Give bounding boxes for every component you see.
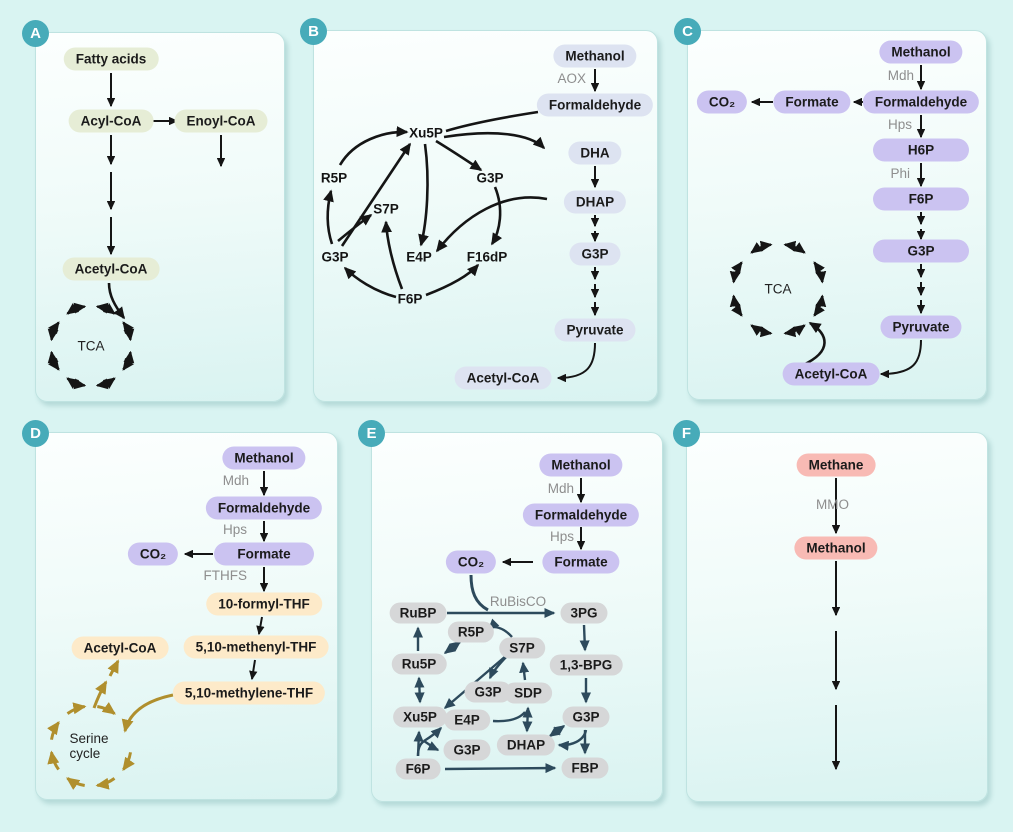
node-g3p-bottom: G3P xyxy=(443,739,491,761)
panel-a-arrows xyxy=(47,73,226,390)
node-methanol: Methanol xyxy=(222,446,306,470)
node-pyruvate: Pyruvate xyxy=(880,315,962,339)
node-formate: Formate xyxy=(214,542,314,566)
node-methanol: Methanol xyxy=(794,536,878,560)
node-13bpg: 1,3-BPG xyxy=(549,654,623,676)
serine-cycle-label: Serine cycle xyxy=(69,731,109,761)
node-h6p: H6P xyxy=(873,138,969,162)
node-co2: CO₂ xyxy=(445,550,497,574)
node-formaldehyde: Formaldehyde xyxy=(205,496,323,520)
panel-b-badge: B xyxy=(300,18,327,45)
node-methanol: Methanol xyxy=(553,44,637,68)
node-ru5p: Ru5P xyxy=(391,653,447,675)
node-formate: Formate xyxy=(773,90,851,114)
node-e4p: E4P xyxy=(444,709,490,731)
node-methanol: Methanol xyxy=(879,40,963,64)
node-s7p: S7P xyxy=(499,637,545,659)
node-r5p: R5P xyxy=(447,621,495,643)
panel-c-badge: C xyxy=(674,18,701,45)
metabolite-e4p: E4P xyxy=(406,249,432,265)
panel-b-xump-pathway: B Methanol AOX Formaldehyde xyxy=(300,18,658,402)
node-acetyl-coa: Acetyl-CoA xyxy=(782,362,880,386)
node-g3p-mid: G3P xyxy=(464,681,512,703)
node-g3p: G3P xyxy=(569,242,621,266)
node-fatty-acids: Fatty acids xyxy=(63,47,159,71)
metabolite-s7p: S7P xyxy=(373,201,399,217)
node-3pg: 3PG xyxy=(560,602,608,624)
node-acetyl-coa: Acetyl-CoA xyxy=(62,257,160,281)
panel-f-badge: F xyxy=(673,420,700,447)
tca-cycle-label: TCA xyxy=(77,338,105,354)
panel-d-badge: D xyxy=(22,420,49,447)
enzyme-fthfs: FTHFS xyxy=(203,568,248,583)
node-co2: CO₂ xyxy=(127,542,179,566)
node-enoyl-coa: Enoyl-CoA xyxy=(174,109,268,133)
metabolite-f16dp: F16dP xyxy=(466,249,508,265)
metabolite-xu5p: Xu5P xyxy=(409,125,443,141)
enzyme-mdh: Mdh xyxy=(887,68,914,83)
metabolite-f6p: F6P xyxy=(397,291,423,307)
node-dhap: DHAP xyxy=(496,734,556,756)
node-f6p: F6P xyxy=(873,187,969,211)
panel-e-cbb-pathway: E Methanol Mdh xyxy=(358,420,663,802)
panel-c-arrows xyxy=(729,65,926,379)
panel-f-methane-oxidation: F Methane MMO Methanol xyxy=(673,420,988,802)
enzyme-rubisco: RuBisCO xyxy=(489,594,547,609)
node-methane: Methane xyxy=(796,453,876,477)
node-xu5p: Xu5P xyxy=(393,706,447,728)
panel-d-serine-pathway: D Methanol Mdh Formaldehyde Hps Formate … xyxy=(22,420,338,800)
panel-d-arrows xyxy=(47,471,269,790)
enzyme-aox: AOX xyxy=(557,71,586,86)
enzyme-hps: Hps xyxy=(887,117,912,132)
node-formaldehyde: Formaldehyde xyxy=(536,93,654,117)
panel-f-arrows xyxy=(831,478,841,771)
node-acetyl-coa: Acetyl-CoA xyxy=(454,366,552,390)
enzyme-mdh: Mdh xyxy=(547,481,574,496)
panel-e-badge: E xyxy=(358,420,385,447)
node-fbp: FBP xyxy=(561,757,609,779)
enzyme-phi: Phi xyxy=(890,166,910,181)
enzyme-hps: Hps xyxy=(549,529,574,544)
tca-cycle-label: TCA xyxy=(764,281,792,297)
node-f6p: F6P xyxy=(395,758,441,780)
panel-a-badge: A xyxy=(22,20,49,47)
node-co2: CO₂ xyxy=(696,90,748,114)
node-sdp: SDP xyxy=(504,682,552,704)
node-formaldehyde: Formaldehyde xyxy=(522,503,640,527)
metabolite-r5p: R5P xyxy=(320,170,348,186)
node-dhap: DHAP xyxy=(563,190,627,214)
panel-b-arrows xyxy=(323,69,600,383)
panel-c-rump-pathway: C Methanol Mdh Formaldehyde Format xyxy=(674,18,987,400)
metabolite-g3p-left: G3P xyxy=(321,249,349,265)
node-510-methylene-thf: 5,10-methylene-THF xyxy=(172,681,326,705)
enzyme-mmo: MMO xyxy=(816,497,849,512)
node-pyruvate: Pyruvate xyxy=(554,318,636,342)
node-formate: Formate xyxy=(542,550,620,574)
node-methanol: Methanol xyxy=(539,453,623,477)
node-formaldehyde: Formaldehyde xyxy=(862,90,980,114)
node-rubp: RuBP xyxy=(389,602,447,624)
node-dha: DHA xyxy=(568,141,622,165)
metabolite-g3p-right: G3P xyxy=(476,170,504,186)
node-g3p-right: G3P xyxy=(562,706,610,728)
node-g3p: G3P xyxy=(873,239,969,263)
enzyme-hps: Hps xyxy=(222,522,247,537)
node-10-formyl-thf: 10-formyl-THF xyxy=(206,592,322,616)
enzyme-mdh: Mdh xyxy=(222,473,249,488)
node-acetyl-coa: Acetyl-CoA xyxy=(71,636,169,660)
panel-a-beta-oxidation: A Fatty acids Acyl-CoA Enoyl-CoA Acetyl-… xyxy=(22,20,285,402)
node-acyl-coa: Acyl-CoA xyxy=(68,109,154,133)
node-510-methenyl-thf: 5,10-methenyl-THF xyxy=(183,635,329,659)
